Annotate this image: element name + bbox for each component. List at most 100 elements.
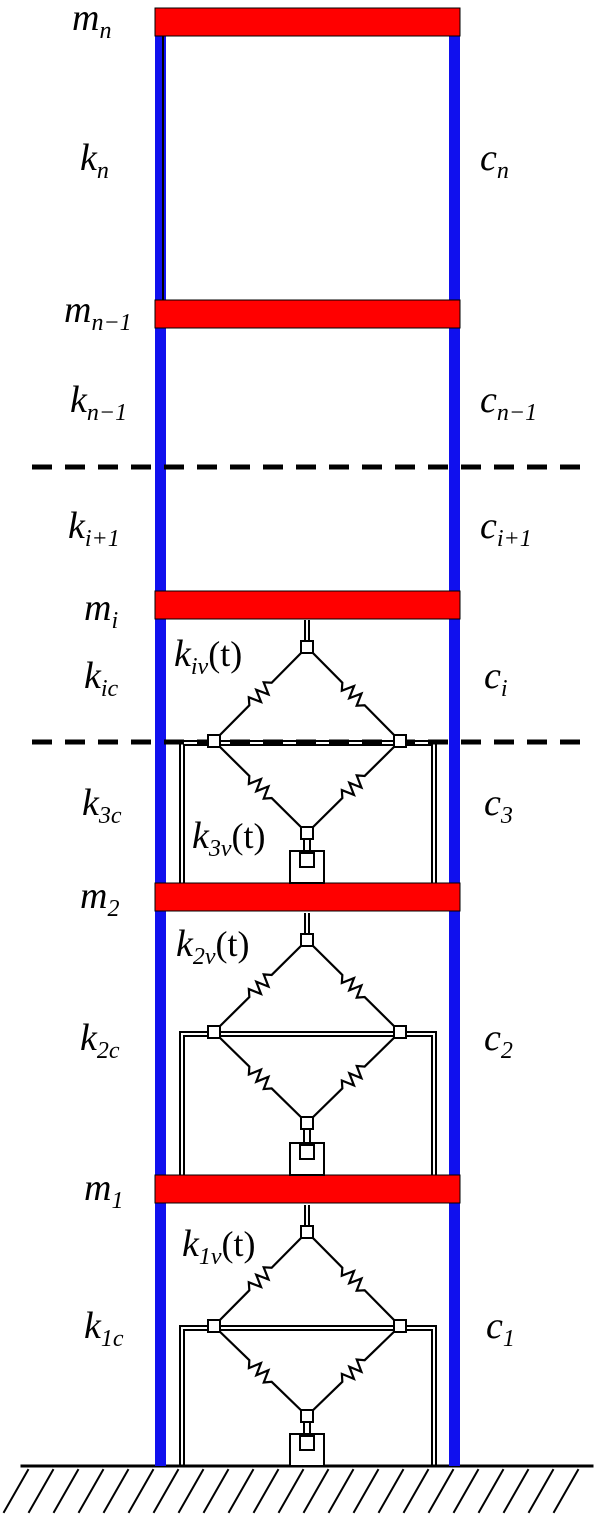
- ground-hatch: [27, 1468, 55, 1514]
- stiffness-device-i: [179, 620, 437, 884]
- ground-hatch: [277, 1468, 305, 1514]
- label-argument: (t): [222, 1224, 256, 1264]
- label-symbol: m: [84, 1167, 111, 1209]
- label-subscript: 1: [503, 1326, 515, 1352]
- label-subscript: i+1: [85, 526, 120, 552]
- joint-node: [300, 1409, 314, 1423]
- label-subscript: n−1: [91, 310, 131, 336]
- label-symbol: k: [84, 1305, 102, 1347]
- label-subscript: 2: [501, 1038, 513, 1064]
- ground-hatch: [127, 1468, 155, 1514]
- brace-left: [179, 740, 214, 883]
- floor-mn: [155, 8, 460, 36]
- label-subscript: 3: [500, 803, 513, 829]
- left-label-k-ic: kic: [84, 655, 119, 702]
- label-symbol: c: [484, 655, 501, 697]
- spring-coil: [213, 1031, 308, 1124]
- label-argument: (t): [216, 924, 250, 964]
- brace-right: [400, 1325, 437, 1466]
- ground-hatch: [327, 1468, 355, 1514]
- ground-hatch: [402, 1468, 430, 1514]
- joint-node: [300, 1225, 314, 1239]
- ground-hatch: [427, 1468, 455, 1514]
- ground-hatch: [502, 1468, 530, 1514]
- floor-mi: [155, 591, 460, 619]
- joint-node: [207, 1025, 221, 1039]
- spring-coil: [306, 1325, 401, 1417]
- brace-left: [183, 1035, 214, 1175]
- left-label-k-2c: k2c: [80, 1017, 120, 1064]
- right-label-c-3: c3: [484, 782, 513, 829]
- ground-hatch: [252, 1468, 280, 1514]
- label-argument: (t): [208, 634, 242, 674]
- brace-right: [400, 744, 433, 883]
- brace-left: [179, 1325, 214, 1466]
- device-label-k-3v: k3v(t): [192, 815, 266, 862]
- label-subscript: 1: [111, 1188, 123, 1214]
- right-label-c-i: ci: [484, 655, 508, 702]
- spring-lower-left: [213, 1325, 308, 1417]
- right-label-c-1: c1: [486, 1305, 515, 1352]
- joint-node: [300, 933, 314, 947]
- ground-hatch: [2, 1468, 30, 1514]
- left-label-k-n-1: kn−1: [70, 379, 127, 426]
- label-symbol: m: [64, 289, 91, 331]
- label-subscript: i: [501, 676, 508, 702]
- spring-coil: [213, 1231, 308, 1327]
- joint-node: [393, 734, 407, 748]
- label-symbol: k: [80, 1017, 98, 1059]
- floor-mn-outline: [154, 7, 461, 37]
- label-subscript: n−1: [497, 400, 537, 426]
- label-symbol: m: [80, 875, 107, 917]
- stiffness-device-1: [179, 1205, 437, 1467]
- left-label-k-n: kn: [80, 137, 109, 184]
- brace-right: [400, 740, 437, 883]
- spring-lower-right: [306, 1325, 401, 1417]
- label-symbol: c: [486, 1305, 503, 1347]
- label-symbol: m: [72, 0, 99, 39]
- brace-left: [179, 1031, 214, 1175]
- floor-m1: [155, 1175, 460, 1203]
- base-block-inner: [299, 852, 315, 868]
- joint-node: [300, 640, 314, 654]
- spring-coil: [306, 1031, 401, 1124]
- spring-coil: [213, 740, 308, 834]
- label-symbol: c: [480, 505, 497, 547]
- spring-lower-left: [213, 740, 308, 834]
- left-label-m-n-1: mn−1: [64, 289, 132, 336]
- label-subscript: 2c: [97, 1038, 120, 1064]
- spring-coil: [213, 1325, 308, 1417]
- label-subscript: n: [497, 158, 509, 184]
- spring-lower-right: [306, 1031, 401, 1124]
- label-subscript: n: [99, 18, 111, 44]
- ground-hatch: [477, 1468, 505, 1514]
- label-subscript: i+1: [497, 526, 532, 552]
- spring-coil: [306, 740, 401, 834]
- spring-upper-left: [213, 1231, 308, 1327]
- spring-upper-right: [306, 1231, 401, 1327]
- label-symbol: k: [192, 815, 210, 857]
- left-label-m-n: mn: [72, 0, 111, 44]
- label-symbol: c: [484, 1017, 501, 1059]
- ground-hatch: [202, 1468, 230, 1514]
- joint-node: [207, 1319, 221, 1333]
- label-symbol: k: [176, 923, 194, 965]
- ground-hatch: [102, 1468, 130, 1514]
- label-symbol: m: [84, 587, 111, 629]
- label-subscript: n−1: [87, 400, 127, 426]
- right-label-c-n: cn: [480, 137, 509, 184]
- left-label-k-i+1: ki+1: [68, 505, 120, 552]
- label-symbol: k: [80, 137, 98, 179]
- spring-lower-left: [213, 1031, 308, 1124]
- spring-coil: [213, 939, 308, 1033]
- ground-hatch: [452, 1468, 480, 1514]
- floor-m2: [155, 883, 460, 911]
- ground-hatch: [352, 1468, 380, 1514]
- label-subscript: 3v: [208, 836, 232, 862]
- right-column: [449, 8, 460, 1466]
- label-subscript: 1v: [199, 1244, 222, 1270]
- spring-coil: [306, 1231, 401, 1327]
- ground-hatch: [152, 1468, 180, 1514]
- left-label-k-1c: k1c: [84, 1305, 124, 1352]
- brace-left: [183, 1329, 214, 1466]
